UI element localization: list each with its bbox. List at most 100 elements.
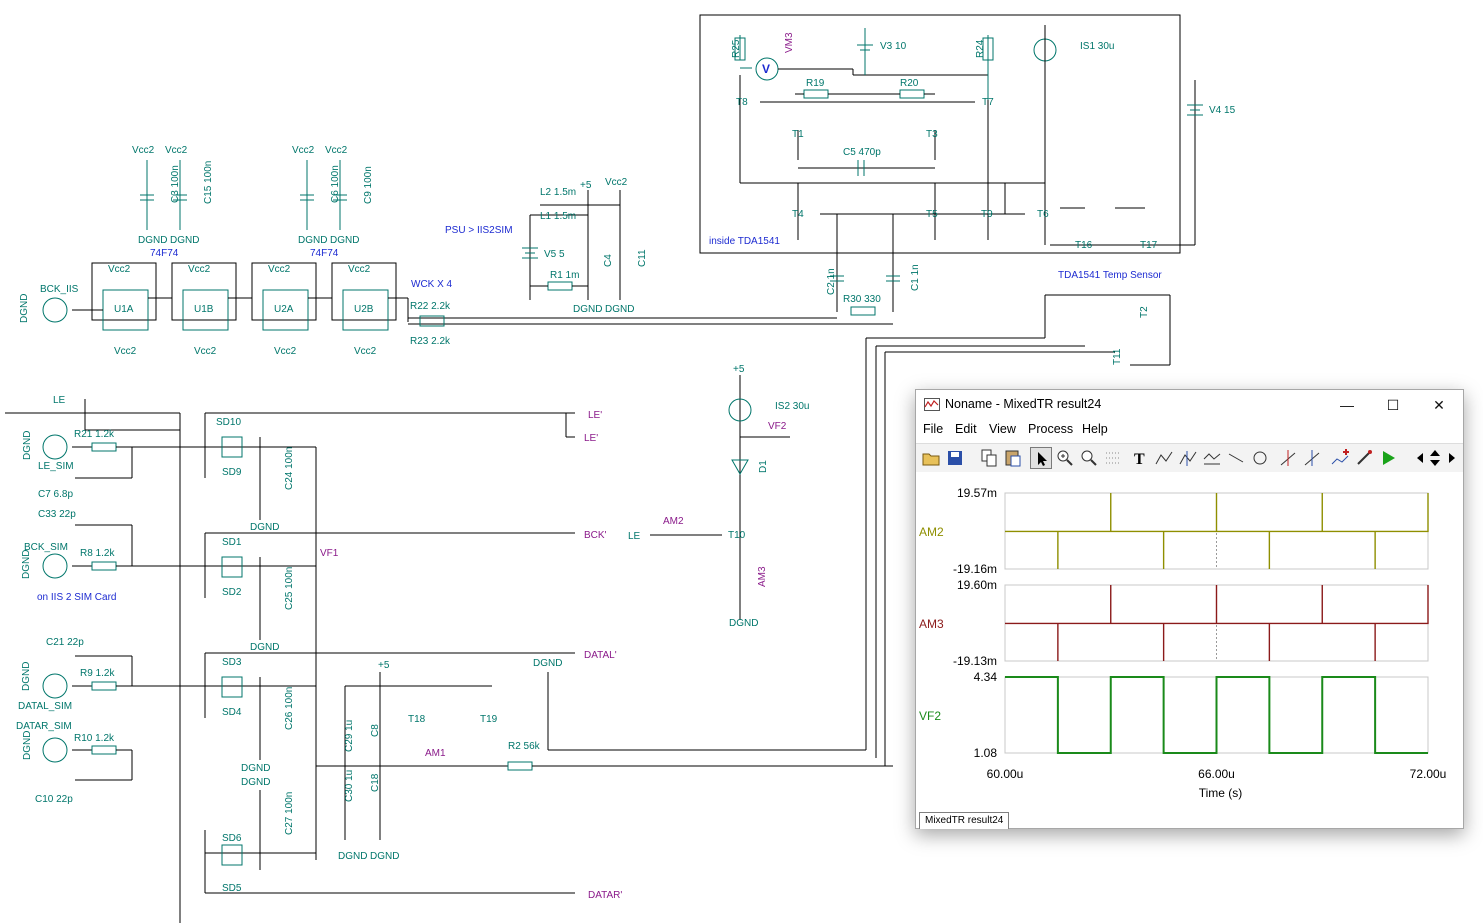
save-icon[interactable] — [944, 447, 966, 469]
cursor-b-icon[interactable] — [1177, 447, 1199, 469]
svg-text:T: T — [1134, 451, 1145, 468]
ic-type-2: 74F74 — [310, 248, 339, 259]
menu-view[interactable]: View — [989, 422, 1016, 436]
dgnd-t10: DGND — [729, 618, 758, 629]
marker-a-icon[interactable] — [1277, 447, 1299, 469]
l2-label: L2 1.5m — [540, 187, 576, 198]
circle-icon[interactable] — [1249, 447, 1271, 469]
sd10-label: SD10 — [216, 417, 241, 428]
vcc2-c3: Vcc2 — [132, 145, 155, 156]
pen-icon[interactable] — [1353, 447, 1375, 469]
copy-icon[interactable] — [978, 447, 1000, 469]
zoom-100-icon[interactable] — [1078, 447, 1100, 469]
c33-label: C33 22p — [38, 509, 76, 520]
datal-sim-source — [42, 673, 68, 699]
v3-label: V3 10 — [880, 41, 907, 52]
sim-result-window[interactable]: Noname - MixedTR result24 — ☐ ✕ File Edi… — [915, 389, 1464, 829]
sim-card-label: on IIS 2 SIM Card — [37, 592, 116, 603]
c5-label: C5 470p — [843, 147, 881, 158]
window-titlebar[interactable]: Noname - MixedTR result24 — ☐ ✕ — [916, 390, 1463, 420]
run-icon[interactable] — [1377, 447, 1399, 469]
c4-label: C4 — [603, 254, 614, 267]
dgnd-bck: DGND — [19, 294, 30, 323]
minimize-button[interactable]: — — [1340, 397, 1354, 413]
r9-label: R9 1.2k — [80, 668, 115, 679]
text-icon[interactable]: T — [1129, 447, 1151, 469]
bck-sim-label: BCK_SIM — [24, 542, 68, 553]
t18-label: T18 — [408, 714, 426, 725]
x-tick-label: 72.00u — [1410, 767, 1447, 781]
c10-label: C10 22p — [35, 794, 73, 805]
u1a-label: U1A — [114, 304, 134, 315]
waveform-chart[interactable]: AM219.57m-19.16mAM319.60m-19.13mVF24.341… — [916, 472, 1461, 812]
paste-icon[interactable] — [1002, 447, 1024, 469]
add-curve-icon[interactable] — [1329, 447, 1351, 469]
datar-sim-label: DATAR_SIM — [16, 721, 72, 732]
menu-edit[interactable]: Edit — [955, 422, 977, 436]
t17-label: T17 — [1140, 240, 1158, 251]
is2-label: IS2 30u — [775, 401, 809, 412]
dgnd-c3: DGND — [138, 235, 167, 246]
sd2-label: SD2 — [222, 587, 242, 598]
zoom-in-icon[interactable] — [1054, 447, 1076, 469]
le-out-1: LE' — [588, 410, 602, 421]
dgnd-psu-1: DGND — [573, 304, 602, 315]
c1-c2-r30 — [830, 214, 900, 316]
le-sim-source — [42, 434, 68, 460]
r21-label: R21 1.2k — [74, 429, 115, 440]
c9-label: C9 100n — [363, 166, 374, 204]
diode-pairs — [221, 436, 243, 866]
result-tab[interactable]: MixedTR result24 — [919, 812, 1010, 829]
r30-label: R30 330 — [843, 294, 881, 305]
bck-sim-source — [42, 553, 68, 579]
plus5-t18: +5 — [378, 660, 390, 671]
r10-label: R10 1.2k — [74, 733, 115, 744]
y-min-tick: -19.13m — [953, 654, 997, 668]
c27-label: C27 100n — [284, 792, 295, 835]
dgnd-bck-sim: DGND — [21, 550, 32, 579]
menu-process[interactable]: Process — [1028, 422, 1074, 436]
v5-label: V5 5 — [544, 249, 565, 260]
menu-file[interactable]: File — [923, 422, 944, 436]
r19-label: R19 — [806, 78, 825, 89]
line-icon[interactable] — [1225, 447, 1247, 469]
c29-label: C29 1u — [344, 720, 355, 752]
vcc2-u1b-bot: Vcc2 — [194, 346, 217, 357]
tda1541-box — [699, 14, 1181, 254]
window-title: Noname - MixedTR result24 — [945, 397, 1102, 411]
close-button[interactable]: ✕ — [1433, 397, 1445, 413]
marker-b-icon[interactable] — [1301, 447, 1323, 469]
dgnd-c6: DGND — [298, 235, 327, 246]
t4-label: T4 — [792, 209, 804, 220]
vf1-label: VF1 — [320, 548, 339, 559]
dgnd-c9: DGND — [330, 235, 359, 246]
c2-label: C2 1n — [826, 268, 837, 295]
t10-label: T10 — [728, 530, 746, 541]
cursor-a-icon[interactable] — [1153, 447, 1175, 469]
pointer-icon[interactable] — [1030, 447, 1052, 469]
grid-icon[interactable] — [1102, 447, 1124, 469]
c30-label: C30 1u — [344, 770, 355, 802]
nav-left-icon[interactable] — [1409, 447, 1423, 469]
open-icon[interactable] — [920, 447, 942, 469]
nav-updown-icon[interactable] — [1424, 447, 1440, 469]
vm3-label: VM3 — [784, 32, 795, 53]
x-axis-label: Time (s) — [1199, 786, 1243, 800]
dgnd-c15: DGND — [170, 235, 199, 246]
c26-label: C26 100n — [284, 687, 295, 730]
cursor-c-icon[interactable] — [1201, 447, 1223, 469]
sd6-label: SD6 — [222, 833, 242, 844]
am1-label: AM1 — [425, 748, 446, 759]
plus5-psu: +5 — [580, 180, 592, 191]
u2b-label: U2B — [354, 304, 374, 315]
vcc2-c15: Vcc2 — [165, 145, 188, 156]
r2-label: R2 56k — [508, 741, 541, 752]
maximize-button[interactable]: ☐ — [1386, 397, 1400, 413]
sd9-label: SD9 — [222, 467, 242, 478]
dgnd-le: DGND — [22, 431, 33, 460]
le-out-2: LE' — [584, 433, 598, 444]
menu-help[interactable]: Help — [1082, 422, 1108, 436]
nav-right-icon[interactable] — [1441, 447, 1455, 469]
